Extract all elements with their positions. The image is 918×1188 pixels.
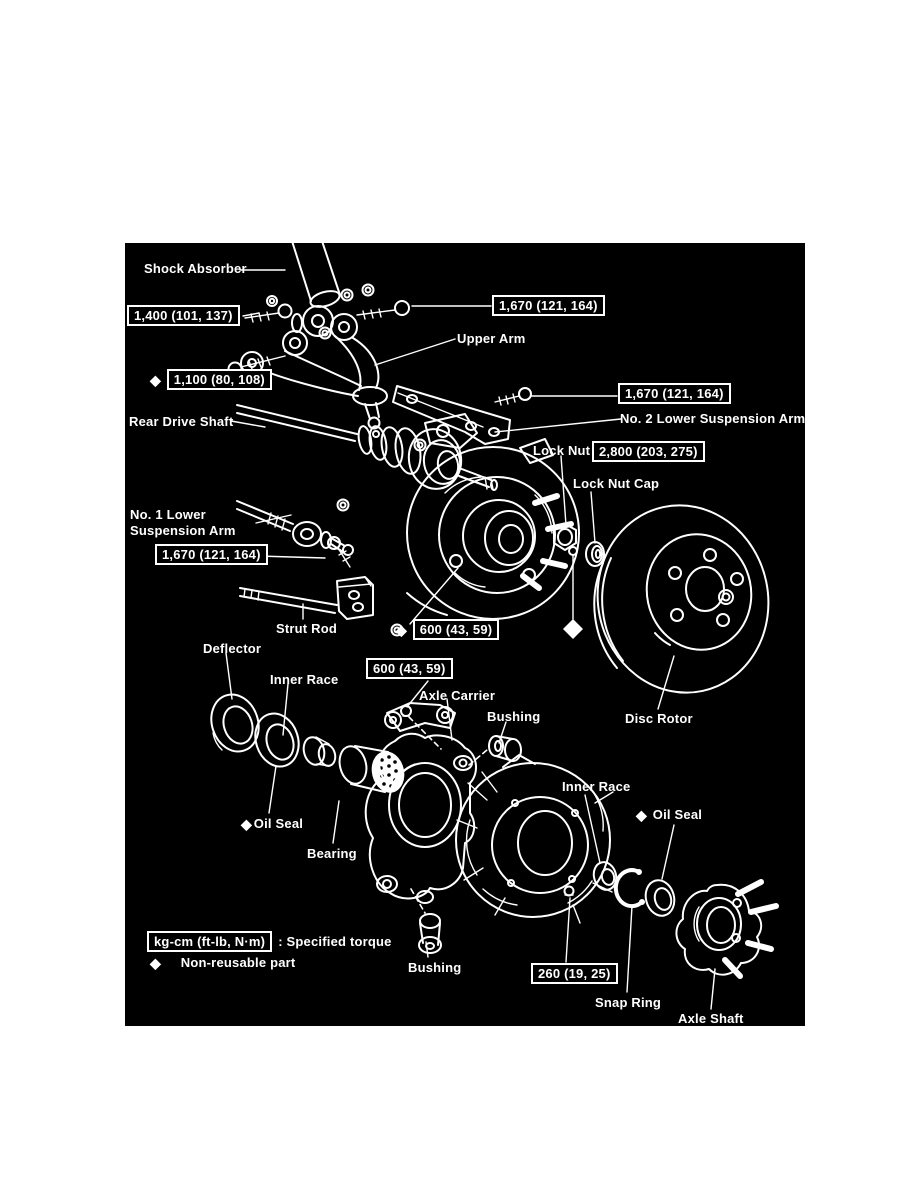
- bushing-upper-drawing: [488, 735, 522, 762]
- lock-nut-cap-label: Lock Nut Cap: [573, 476, 660, 491]
- legend-torque-meaning: : Specified torque: [278, 933, 392, 949]
- shock-absorber-drawing: [291, 243, 341, 337]
- disc-rotor-label: Disc Rotor: [625, 711, 693, 726]
- bushing-upper-label: Bushing: [487, 709, 541, 724]
- lock-nut-label: Lock Nut: [533, 443, 591, 458]
- inner-race-right-drawing: [592, 861, 618, 891]
- no2-lower-suspension-arm-label: No. 2 Lower Suspension Arm: [620, 411, 805, 426]
- disc-rotor-drawing: [593, 504, 770, 694]
- oil-seal-right-label: Oil Seal: [652, 807, 703, 822]
- torque-600-a-label: 600 (43, 59): [412, 619, 500, 640]
- fastener-nuts-drawing: [266, 283, 427, 637]
- rear-suspension-exploded-diagram: Shock Absorber 1,400 (101, 137) 1,670 (1…: [125, 243, 805, 1026]
- axle-carrier-label: Axle Carrier: [419, 688, 496, 703]
- rear-drive-shaft-drawing: [236, 404, 498, 491]
- legend-non-reusable-row: ◆ Non-reusable part: [150, 955, 295, 971]
- axle-hub-drawing: [675, 879, 779, 979]
- inner-race-left-label: Inner Race: [270, 672, 339, 687]
- upper-arm-label: Upper Arm: [457, 331, 526, 346]
- inner-race-right-label: Inner Race: [562, 779, 631, 794]
- no1-lower-suspension-arm-drawing: [236, 500, 354, 556]
- torque-1100-row: ◆ 1,100 (80, 108): [150, 369, 272, 390]
- no2-lower-suspension-arm-drawing: [392, 385, 511, 445]
- no1-lower-suspension-arm-label: No. 1 Lower Suspension Arm: [130, 507, 236, 539]
- oil-seal-left-label: Oil Seal: [253, 816, 304, 831]
- strut-rod-drawing: [239, 576, 374, 620]
- inner-race-left-drawing: [302, 736, 337, 767]
- non-reusable-diamond-icon: ◆: [150, 371, 161, 388]
- oil-seal-left-row: ◆ Oil Seal: [241, 816, 303, 832]
- torque-2800-label: 2,800 (203, 275): [592, 441, 705, 462]
- no1-lower-line2: Suspension Arm: [130, 523, 236, 538]
- torque-1100-label: 1,100 (80, 108): [166, 369, 272, 390]
- bearing-label: Bearing: [307, 846, 357, 861]
- bushing-lower-drawing: [418, 913, 442, 954]
- oil-seal-right-row: ◆ Oil Seal: [636, 807, 702, 823]
- snap-ring-drawing: [613, 868, 645, 909]
- torque-1670-top-label: 1,670 (121, 164): [492, 295, 605, 316]
- bushing-lower-label: Bushing: [408, 960, 462, 975]
- lock-nut-drawing: [553, 523, 577, 551]
- torque-1670-left-label: 1,670 (121, 164): [155, 544, 268, 565]
- legend-torque-row: kg-cm (ft-lb, N·m) : Specified torque: [147, 931, 392, 952]
- torque-260-label: 260 (19, 25): [531, 963, 618, 984]
- strut-rod-label: Strut Rod: [276, 621, 338, 636]
- no1-lower-line1: No. 1 Lower: [130, 507, 206, 522]
- deflector-label: Deflector: [203, 641, 262, 656]
- fastener-bolts-drawing: [227, 300, 578, 897]
- torque-1400-label: 1,400 (101, 137): [127, 305, 240, 326]
- torque-1670-right-label: 1,670 (121, 164): [618, 383, 731, 404]
- non-reusable-diamond-icon: ◆: [636, 807, 647, 823]
- oil-seal-right-drawing: [644, 879, 676, 917]
- shock-absorber-label: Shock Absorber: [144, 261, 247, 276]
- torque-600-a-row: ◆ 600 (43, 59): [396, 619, 500, 640]
- axle-shaft-label: Axle Shaft: [678, 1011, 744, 1026]
- deflector-drawing: [210, 693, 260, 753]
- torque-600-b-label: 600 (43, 59): [366, 658, 453, 679]
- non-reusable-diamond-icon: ◆: [150, 955, 161, 971]
- non-reusable-diamond-icon: ◆: [396, 621, 407, 638]
- non-reusable-diamond-icon: ◆: [241, 816, 252, 832]
- snap-ring-label: Snap Ring: [595, 995, 662, 1010]
- legend-torque-unit-box: kg-cm (ft-lb, N·m): [147, 931, 273, 952]
- dust-shield-drawing: [455, 754, 614, 924]
- non-reusable-marker: [563, 564, 583, 639]
- oil-seal-left-drawing: [254, 712, 300, 768]
- rear-drive-shaft-label: Rear Drive Shaft: [129, 414, 234, 429]
- lock-nut-cap-drawing: [585, 541, 605, 567]
- legend-non-reusable-label: Non-reusable part: [180, 955, 296, 970]
- axle-carrier-drawing: [364, 702, 477, 904]
